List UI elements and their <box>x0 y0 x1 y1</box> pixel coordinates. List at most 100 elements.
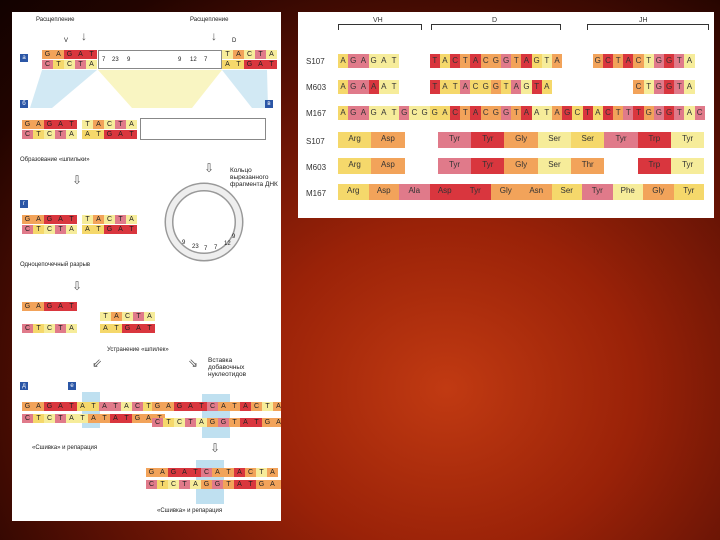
sequence-cell: Trp <box>638 158 671 174</box>
sequence-cell: C <box>104 215 115 224</box>
sequence-cell: A <box>53 50 64 59</box>
flow-arrow: ⇩ <box>204 162 214 174</box>
joined-top-strand-f: GAGATCATACTA <box>152 402 281 411</box>
sequence-cell: C <box>481 106 491 120</box>
sequence-cell: Tyr <box>604 132 637 148</box>
sequence-cell: G <box>22 120 33 129</box>
label-cleave-left: Расщепление <box>36 17 74 23</box>
sequence-cell: G <box>654 54 664 68</box>
sequence-cell: A <box>358 54 368 68</box>
sequence-cell: A <box>157 468 168 477</box>
sequence-cell: A <box>240 402 251 411</box>
sequence-cell: T <box>542 106 552 120</box>
light-beams <box>12 70 281 120</box>
sequence-cell <box>583 54 593 68</box>
sequence-cell: T <box>389 106 399 120</box>
sequence-cell: T <box>33 414 44 423</box>
sequence-cell <box>623 80 633 94</box>
sequence-cell: C <box>633 54 643 68</box>
sequence-cell: G <box>22 215 33 224</box>
sequence-cell: C <box>695 106 705 120</box>
sequence-cell: G <box>132 414 143 423</box>
signal-number: 9 <box>232 234 235 240</box>
joined-bottom-strand-d: CTCTATATATGAT <box>22 414 165 423</box>
label-hairpin: Образование «шпильки» <box>20 157 90 163</box>
sequence-cell: T <box>82 120 93 129</box>
sequence-cell: T <box>229 402 240 411</box>
sequence-cell: C <box>152 418 163 427</box>
signal-number: 9 <box>182 240 185 246</box>
sequence-cell: C <box>572 106 582 120</box>
sequence-cell: Asp <box>371 158 404 174</box>
sequence-cell: C <box>42 60 53 69</box>
sequence-cell: C <box>207 402 218 411</box>
sequence-cell: Arg <box>338 158 371 174</box>
sequence-cell: A <box>66 130 77 139</box>
label-v: V <box>64 38 68 44</box>
region-label-vh: VH <box>373 17 383 24</box>
sequence-cell: C <box>146 480 157 489</box>
sequence-cell: C <box>450 106 460 120</box>
sequence-cell: C <box>44 324 55 333</box>
sequence-cell: T <box>229 418 240 427</box>
sequence-cell: A <box>552 54 562 68</box>
sequence-cell: T <box>674 106 684 120</box>
sequence-cell: G <box>562 106 572 120</box>
sequence-cell: A <box>440 54 450 68</box>
sequence-cell: G <box>491 80 501 94</box>
sequence-cell: T <box>126 225 137 234</box>
sequence-cell: A <box>66 225 77 234</box>
sequence-cell: A <box>196 418 207 427</box>
sequence-cell: A <box>55 302 66 311</box>
sequence-cell: T <box>245 480 256 489</box>
sequence-cell: G <box>501 106 511 120</box>
sequence-cell: T <box>251 418 262 427</box>
sequence-cell: G <box>491 106 501 120</box>
sequence-cell: A <box>338 106 348 120</box>
sequence-cell: C <box>44 414 55 423</box>
sequence-cell: T <box>430 80 440 94</box>
sequence-cell: C <box>64 60 75 69</box>
sequence-cell: C <box>409 106 419 120</box>
sequence-cell: A <box>240 418 251 427</box>
label-single-strand-cut: Одноцепочечный разрыв <box>20 262 90 268</box>
sequence-cell: T <box>55 130 66 139</box>
sequence-cell: G <box>44 215 55 224</box>
sequence-cell: A <box>111 312 122 321</box>
sequence-cell: T <box>623 106 633 120</box>
sequence-cell: Tyr <box>671 158 704 174</box>
row-label: S107 <box>306 57 325 66</box>
sequence-cell: A <box>532 106 542 120</box>
region-bracket-d <box>431 24 561 30</box>
sequence-cell: G <box>207 418 218 427</box>
sequence-cell: T <box>53 60 64 69</box>
sequence-cell <box>552 80 562 94</box>
sequence-cell: C <box>481 54 491 68</box>
sequence-cell: G <box>146 468 157 477</box>
sequence-cell: A <box>212 468 223 477</box>
sequence-cell: G <box>501 54 511 68</box>
sequence-cell <box>420 54 430 68</box>
flow-arrow: ⇩ <box>210 442 220 454</box>
sequence-cell <box>593 80 603 94</box>
sequence-cell: Trp <box>638 132 671 148</box>
sequence-cell: A <box>218 402 229 411</box>
row-label: M167 <box>306 109 326 118</box>
sequence-cell: T <box>88 402 99 411</box>
sequence-cell: A <box>82 225 93 234</box>
aminoacid-row-m603: ArgAspTyrTyrGlySerThrTrpTyr <box>338 158 704 174</box>
sequence-cell: A <box>379 106 389 120</box>
sequence-cell: T <box>223 468 234 477</box>
joined-top-strand-d: GAGATATATACTA <box>22 402 165 411</box>
sequence-cell: G <box>348 54 358 68</box>
sequence-cell: G <box>212 480 223 489</box>
sequence-cell: G <box>44 120 55 129</box>
sequence-cell: C <box>132 402 143 411</box>
sequence-cell: G <box>168 468 179 477</box>
region-label-jh: JH <box>639 17 648 24</box>
sequence-cell <box>604 158 637 174</box>
sequence-cell: G <box>22 302 33 311</box>
sequence-cell: A <box>55 215 66 224</box>
sequence-cell: A <box>273 402 281 411</box>
